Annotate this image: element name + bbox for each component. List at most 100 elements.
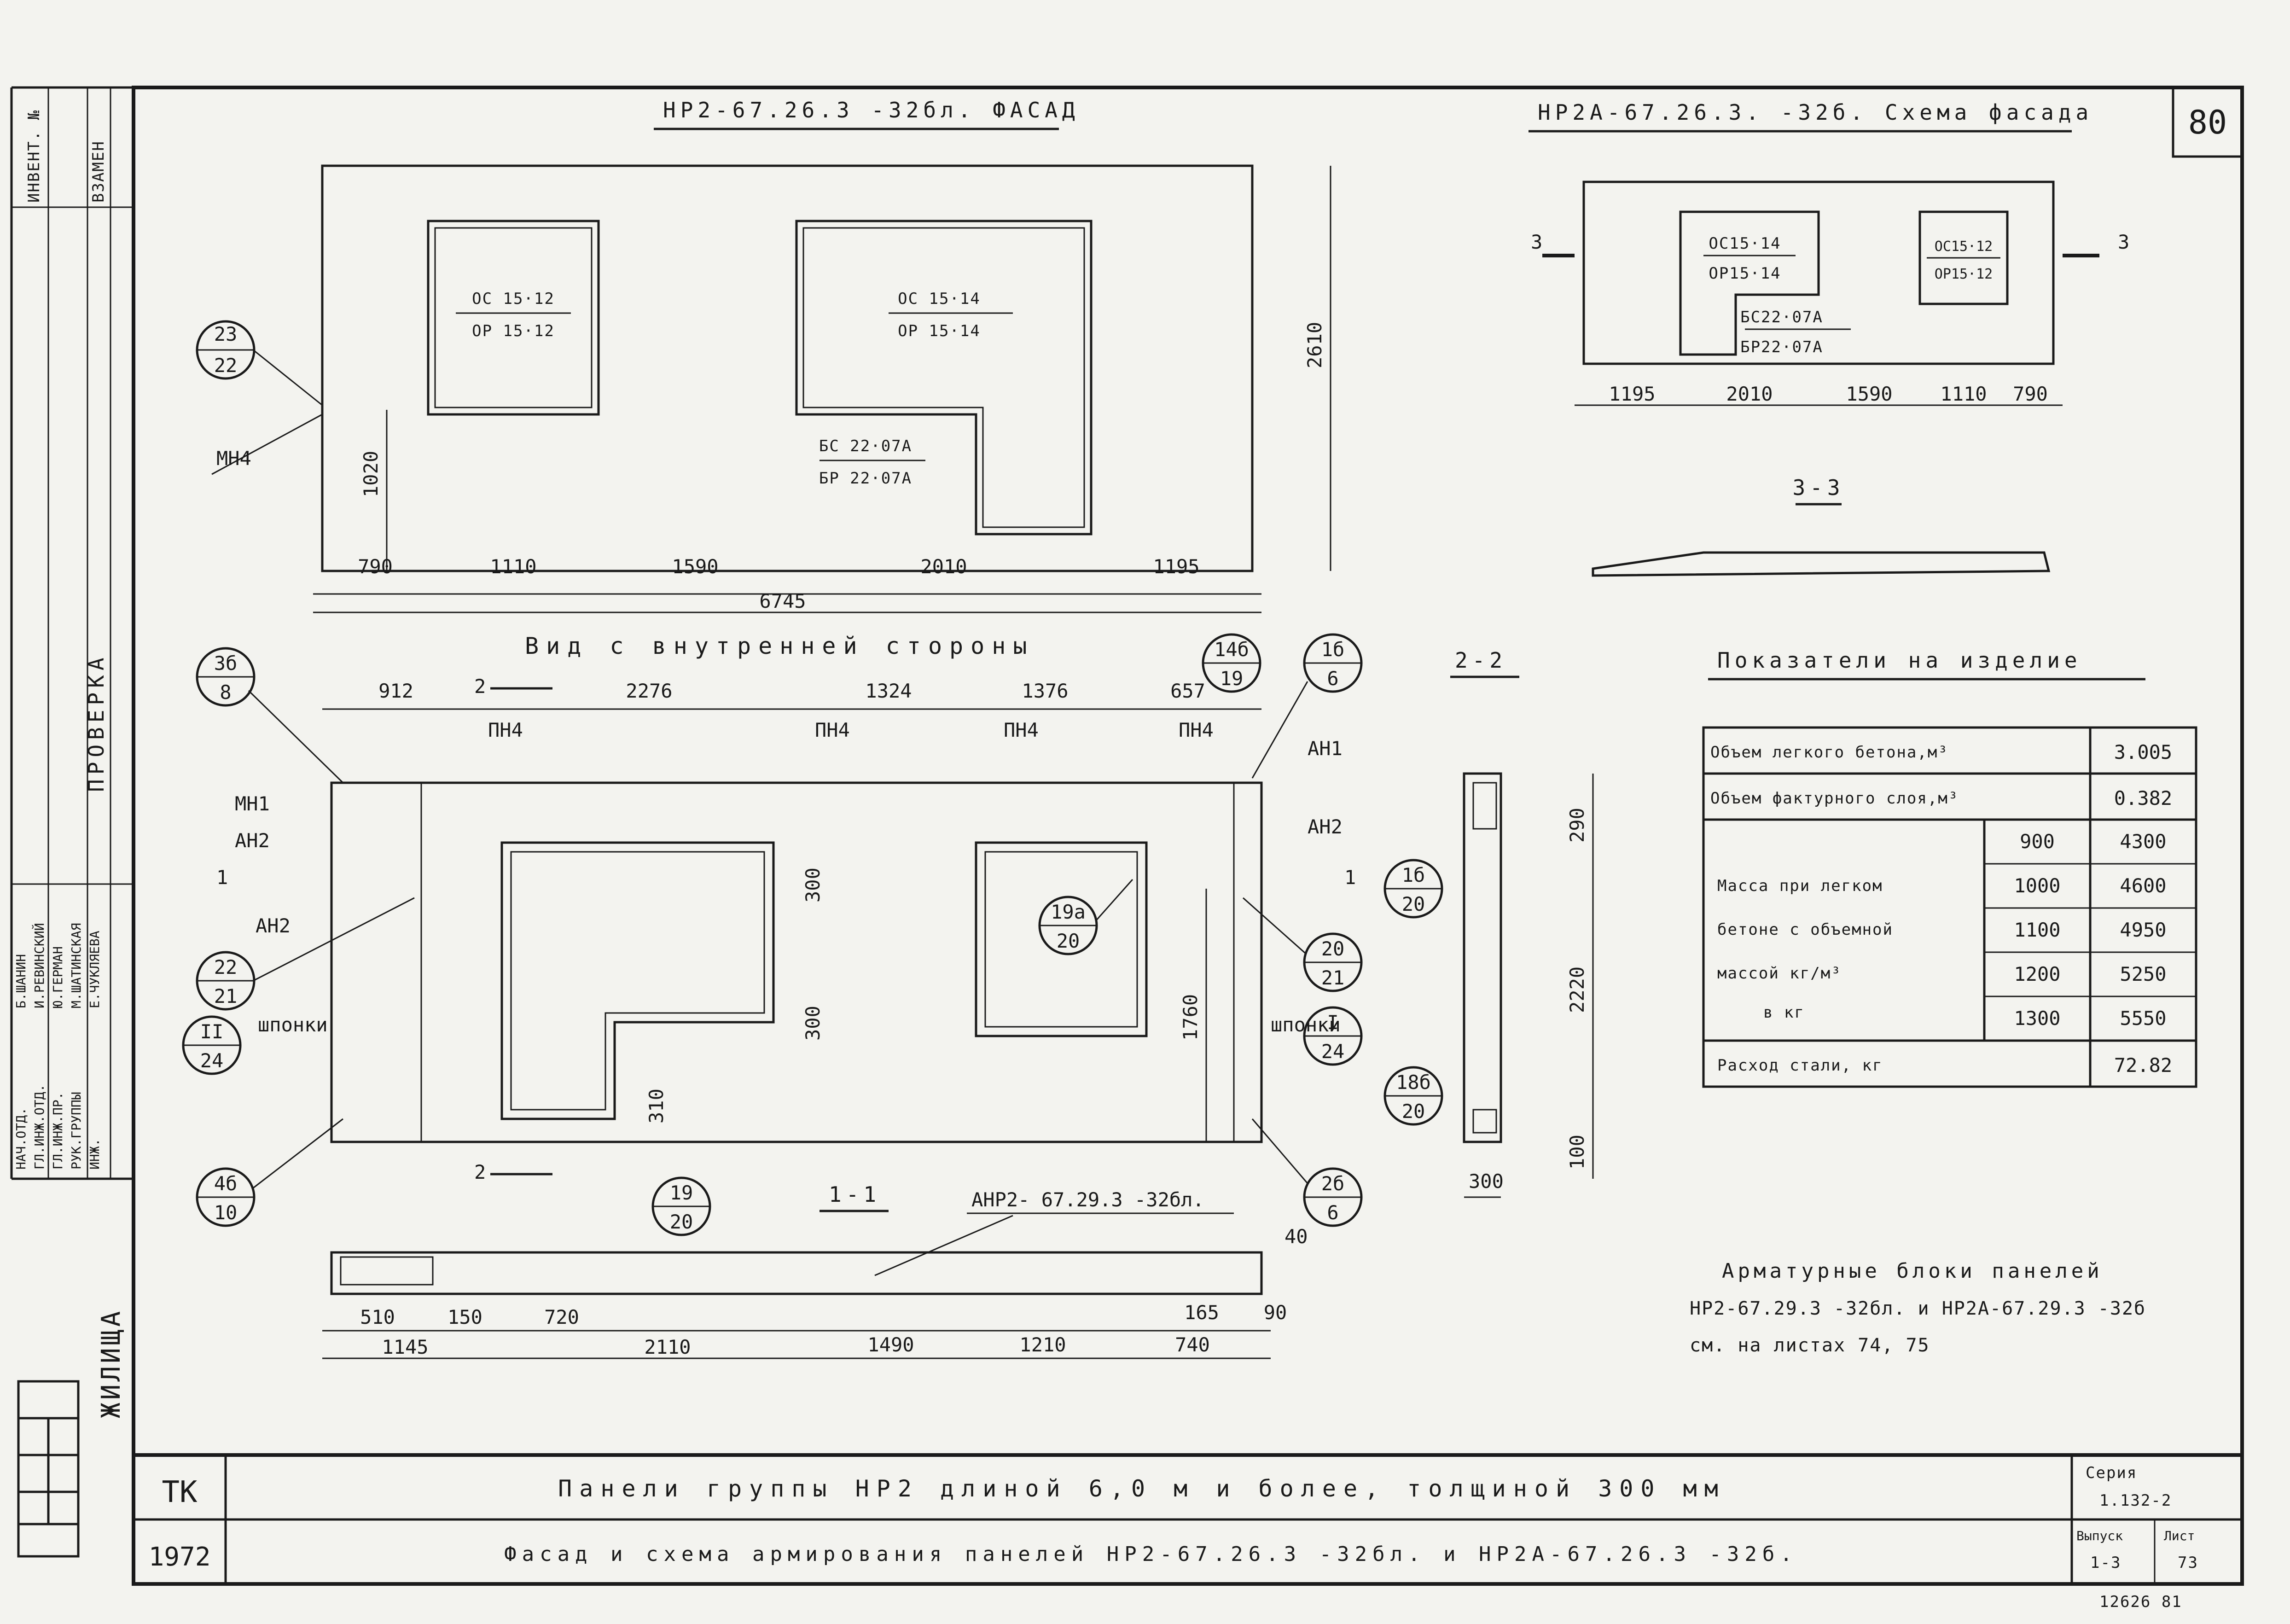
scheme-door-bottom: БР22·07А xyxy=(1740,338,1823,356)
section22-callout-b-bottom: 20 xyxy=(1402,1100,1425,1123)
callout-top: I xyxy=(1327,1011,1338,1034)
table-mass-5: 5550 xyxy=(2120,1007,2166,1030)
table-row1-label: Объем легкого бетона,м³ xyxy=(1710,743,1948,762)
stamp-sheet: 73 xyxy=(2178,1554,2198,1572)
inner-cut-mark-top: 2 xyxy=(474,675,486,698)
side-role-2: ГЛ.ИНЖ.ОТД. xyxy=(32,1084,47,1170)
section22-dim-2: 2220 xyxy=(1566,966,1588,1013)
section22-label: 2-2 xyxy=(1455,648,1507,673)
facade-window1-bottom: ОР 15·12 xyxy=(472,322,555,340)
sheet-frame xyxy=(10,86,2244,1586)
inner-cut-mark-bottom: 2 xyxy=(474,1161,486,1183)
callout-circle xyxy=(1383,859,1443,919)
section11-dim-40: 40 xyxy=(1284,1225,1308,1248)
callout-circle xyxy=(651,1176,711,1236)
scheme-section-3-3 xyxy=(1592,551,2051,577)
callout-top: 20 xyxy=(1321,937,1345,960)
section11-callout-top: 19 xyxy=(670,1182,693,1204)
inner-dim-4: 1376 xyxy=(1022,680,1068,702)
side-role-3: ГЛ.ИНЖ.ПР. xyxy=(50,1092,65,1170)
facade-dim-1: 790 xyxy=(358,555,393,578)
table-density-2: 1000 xyxy=(2014,874,2060,897)
callout-circle xyxy=(1383,1066,1443,1126)
side-inventory: ИНВЕНТ. № xyxy=(25,110,43,203)
callout-22-21: 22 21 xyxy=(196,897,415,1011)
section11-bottom-dim-5: 740 xyxy=(1175,1333,1210,1356)
stamp-issue: 1-3 xyxy=(2090,1554,2121,1572)
title-stamp: ТК 1972 Панели группы НР2 длиной 6,0 м и… xyxy=(132,1453,2244,1586)
section11-top-dim-2: 150 xyxy=(448,1306,482,1328)
inner-dim-2: 2276 xyxy=(626,680,672,702)
facade-window2-bottom: ОР 15·14 xyxy=(898,322,981,340)
inner-panel-outline xyxy=(330,781,1263,1143)
inner-dim-5: 657 xyxy=(1170,680,1205,702)
section-1-1: 1-1 АНР2- 67.29.3 -32бл. 19 20 40 510 15… xyxy=(322,1176,1308,1359)
facade-door-bottom: БР 22·07А xyxy=(819,469,912,488)
table-row2-value: 0.382 xyxy=(2114,787,2172,809)
facade-panel-outline xyxy=(321,164,1254,572)
callout-bottom: 24 xyxy=(200,1049,224,1072)
side-stamp: ИНВЕНТ. № ВЗАМЕН ПРОВЕРКА НАЧ.ОТД. ГЛ.ИН… xyxy=(13,110,126,1558)
callout-bottom: 6 xyxy=(1327,1201,1338,1224)
section22-callout-b-top: 18б xyxy=(1396,1071,1431,1094)
table-density-3: 1100 xyxy=(2014,919,2060,941)
inner-dim-310: 310 xyxy=(645,1088,668,1123)
indicators-table: Показатели на изделие Объем легкого бето… xyxy=(1702,648,2197,1088)
section11-top-dim-1: 510 xyxy=(360,1306,395,1328)
scheme-window-a-bottom: ОР15·14 xyxy=(1709,264,1781,283)
facade-view: НР2-67.26.3 -32бл. ФАСАД ОС 15·12 ОР 15·… xyxy=(196,98,1331,613)
scheme-view: НР2А-67.26.3. -32б. Схема фасада ОС15·14… xyxy=(1529,100,2129,577)
inner-pn-1: ПН4 xyxy=(488,719,523,741)
side-name-3: Ю.ГЕРМАН xyxy=(50,946,65,1008)
facade-height-right: 2610 xyxy=(1303,322,1326,368)
scheme-dim-1: 1195 xyxy=(1609,383,1655,405)
table-density-4: 1200 xyxy=(2014,963,2060,985)
sheet-number: 80 xyxy=(2188,104,2227,141)
section11-top-dim-4: 165 xyxy=(1184,1301,1219,1324)
table-steel-label: Расход стали, кг xyxy=(1717,1056,1883,1075)
section11-callout-bottom: 20 xyxy=(670,1211,693,1233)
facade-node-bottom: 22 xyxy=(214,354,238,377)
callout-bottom: 21 xyxy=(1321,966,1345,989)
callout-bottom: 6 xyxy=(1327,667,1338,690)
inner-mark-an2-b: АН2 xyxy=(256,914,291,937)
stamp-title-1: Панели группы НР2 длиной 6,0 м и более, … xyxy=(558,1475,1726,1502)
scheme-dim-3: 1590 xyxy=(1846,383,1892,405)
note-line-2: НР2-67.29.3 -32бл. и НР2А-67.29.3 -32б xyxy=(1690,1298,2146,1319)
inner-pn-3: ПН4 xyxy=(1004,719,1039,741)
scheme-dim-5: 790 xyxy=(2013,383,2048,405)
facade-mark: МН4 xyxy=(216,447,251,470)
note-line-3: см. на листах 74, 75 xyxy=(1690,1335,1930,1356)
table-mass-4: 5250 xyxy=(2120,963,2166,985)
table-mass-3: 4950 xyxy=(2120,919,2166,941)
scheme-dim-2: 2010 xyxy=(1726,383,1773,405)
facade-height-left: 1020 xyxy=(360,451,382,497)
callout-top: 14б xyxy=(1214,638,1249,661)
scheme-panel-outline xyxy=(1582,180,2055,365)
facade-title: НР2-67.26.3 -32бл. ФАСАД xyxy=(663,98,1080,122)
callout-14b-19: 14б 19 xyxy=(1202,633,1261,693)
callout-I-24: I 24 xyxy=(1303,1006,1363,1066)
stamp-org: ТК xyxy=(162,1475,198,1509)
stamp-title-2: Фасад и схема армирования панелей НР2-67… xyxy=(504,1543,1798,1566)
scheme-dim-4: 1110 xyxy=(1940,383,1987,405)
stamp-series: 1.132-2 xyxy=(2099,1491,2172,1510)
callout-20-21: 20 21 xyxy=(1243,897,1363,992)
section11-bottom-dim-1: 1145 xyxy=(382,1336,428,1358)
scheme-section-label: 3-3 xyxy=(1792,475,1844,500)
callout-top: 19а xyxy=(1051,901,1086,923)
note: Арматурные блоки панелей НР2-67.29.3 -32… xyxy=(1690,1259,2146,1356)
facade-window1-top: ОС 15·12 xyxy=(472,290,555,308)
callout-bottom: 24 xyxy=(1321,1040,1345,1063)
stamp-issue-label: Выпуск xyxy=(2076,1528,2123,1543)
section11-top-dim-5: 90 xyxy=(1264,1301,1287,1324)
facade-total: 6745 xyxy=(759,590,806,612)
side-name-4: М.ШАТИНСКАЯ xyxy=(69,923,84,1008)
callout-2b-6: 2б 6 xyxy=(1251,1118,1363,1227)
table-steel-value: 72.82 xyxy=(2114,1054,2172,1077)
inner-dim-3: 1324 xyxy=(865,680,912,702)
callout-top: 2б xyxy=(1321,1172,1345,1195)
stamp-sheet-label: Лист xyxy=(2164,1528,2195,1543)
side-role-1: НАЧ.ОТД. xyxy=(13,1107,29,1170)
